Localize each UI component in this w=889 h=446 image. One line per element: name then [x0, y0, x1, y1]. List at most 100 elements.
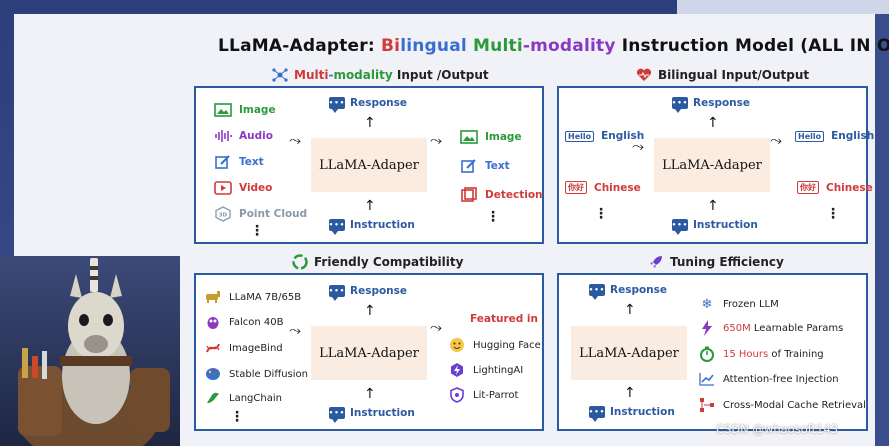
- bi-core-box: LLaMA-Adaper: [654, 138, 770, 192]
- eff-cache-retrieval: Cross-Modal Cache Retrieval: [698, 397, 866, 413]
- input-arrow: ⤳: [289, 131, 302, 149]
- chat-bubble-icon: •••: [672, 219, 688, 235]
- compatibility-section-title: Friendly Compatibility: [292, 254, 463, 270]
- eff-frozen-llm: ❄ Frozen LLM: [698, 296, 779, 312]
- eff-learnable-params: 650M Learnable Params: [698, 320, 843, 336]
- output-arrow: ⤳: [430, 131, 443, 149]
- parrot-icon: [204, 390, 222, 406]
- bi-response-label: ••• Response: [671, 97, 751, 113]
- multimodality-section-title: Multi-modality Input /Output: [272, 67, 489, 83]
- chat-bubble-icon: •••: [329, 407, 345, 423]
- snowflake-icon: ❄: [701, 296, 713, 312]
- mm-instruction-label: ••• Instruction: [328, 219, 415, 235]
- recycle-icon: [292, 254, 308, 270]
- output-image: Image: [460, 129, 522, 145]
- nihao-bubble-icon: 你好: [565, 181, 587, 194]
- palette-icon: [204, 366, 222, 382]
- llama-illustration: [0, 256, 180, 446]
- up-arrow: ↑: [364, 303, 376, 319]
- stopwatch-icon: [698, 346, 716, 362]
- more-compat-dots: ⋮: [230, 409, 244, 425]
- compat-imagebind: ImageBind: [204, 340, 283, 356]
- output-arrow: ⤳: [430, 318, 443, 336]
- more-inputs-dots: ⋮: [250, 223, 264, 239]
- hugging-face-icon: [448, 337, 466, 353]
- input-video: Video: [214, 180, 272, 196]
- input-point-cloud: 3D Point Cloud: [214, 206, 307, 222]
- heart-pulse-icon: [636, 67, 652, 83]
- chat-bubble-icon: •••: [589, 284, 605, 300]
- top-bar-right: [677, 0, 889, 14]
- compat-core-box: LLaMA-Adaper: [311, 326, 427, 380]
- eff-response-label: ••• Response: [588, 284, 668, 300]
- output-detection: Detection: [460, 187, 543, 203]
- input-audio: Audio: [214, 128, 273, 144]
- top-bar: [0, 0, 889, 14]
- chat-bubble-icon: •••: [672, 97, 688, 113]
- llama-icon: [204, 289, 222, 305]
- rocket-icon: [648, 254, 664, 270]
- more-inputs-dots: ⋮: [594, 206, 608, 222]
- image-icon: [214, 102, 232, 118]
- lightning-icon: [448, 362, 466, 378]
- bilingual-section-title: Bilingual Input/Output: [636, 67, 809, 83]
- input-text: Text: [214, 154, 264, 170]
- owl-icon: [204, 314, 222, 330]
- page-title: LLaMA-Adapter: Bilingual Multi-modality …: [218, 36, 889, 56]
- eff-training-hours: 15 Hours of Training: [698, 346, 824, 362]
- compat-response-label: ••• Response: [328, 285, 408, 301]
- detection-box-icon: [460, 187, 478, 203]
- input-arrow: ⤳: [289, 321, 302, 339]
- bi-instruction-label: ••• Instruction: [671, 219, 758, 235]
- output-arrow: ⤳: [770, 131, 783, 149]
- up-arrow: ↑: [707, 198, 719, 214]
- efficiency-section-title: Tuning Efficiency: [648, 254, 784, 270]
- featured-lightingai: LightingAI: [448, 362, 523, 378]
- nihao-bubble-icon: 你好: [797, 181, 819, 194]
- mm-response-label: ••• Response: [328, 97, 408, 113]
- input-arrow: ⤳: [632, 137, 645, 155]
- hello-bubble-icon: Hello: [795, 130, 825, 142]
- eff-attention-free: Attention-free Injection: [698, 371, 839, 387]
- svg-text:3D: 3D: [219, 213, 228, 219]
- chat-bubble-icon: •••: [589, 406, 605, 422]
- network-icon: [272, 67, 288, 83]
- up-arrow: ↑: [364, 198, 376, 214]
- 3d-cube-icon: 3D: [214, 206, 232, 222]
- input-image: Image: [214, 102, 276, 118]
- chat-bubble-icon: •••: [329, 285, 345, 301]
- up-arrow: ↑: [364, 386, 376, 402]
- compat-falcon: Falcon 40B: [204, 314, 283, 330]
- compat-langchain: LangChain: [204, 390, 282, 406]
- compat-instruction-label: ••• Instruction: [328, 407, 415, 423]
- output-text: Text: [460, 158, 510, 174]
- watermark: CSDN @whaosoft143: [716, 422, 839, 436]
- input-english: Hello English: [565, 130, 644, 142]
- featured-title: Featured in: [470, 313, 538, 325]
- output-english: Hello English: [795, 130, 874, 142]
- featured-huggingface: Hugging Face: [448, 337, 541, 353]
- more-outputs-dots: ⋮: [826, 206, 840, 222]
- node-tree-icon: [698, 397, 716, 413]
- hello-bubble-icon: Hello: [565, 130, 595, 142]
- up-arrow: ↑: [364, 115, 376, 131]
- up-arrow: ↑: [707, 115, 719, 131]
- mm-core-box: LLaMA-Adaper: [311, 138, 427, 192]
- compat-llama: LLaMA 7B/65B: [204, 289, 301, 305]
- lightning-bolt-icon: [698, 320, 716, 336]
- imagebind-icon: [204, 340, 222, 356]
- chat-bubble-icon: •••: [329, 97, 345, 113]
- eff-core-box: LLaMA-Adaper: [571, 326, 687, 380]
- video-icon: [214, 180, 232, 196]
- featured-litparrot: Lit-Parrot: [448, 387, 518, 403]
- input-chinese: 你好 Chinese: [565, 181, 641, 194]
- line-chart-icon: [698, 371, 716, 387]
- right-border: [875, 14, 889, 446]
- edit-text-icon: [214, 154, 232, 170]
- chat-bubble-icon: •••: [329, 219, 345, 235]
- audio-waveform-icon: [214, 128, 232, 144]
- output-chinese: 你好 Chinese: [797, 181, 873, 194]
- edit-text-icon: [460, 158, 478, 174]
- eff-instruction-label: ••• Instruction: [588, 406, 675, 422]
- compat-stable-diffusion: Stable Diffusion: [204, 366, 308, 382]
